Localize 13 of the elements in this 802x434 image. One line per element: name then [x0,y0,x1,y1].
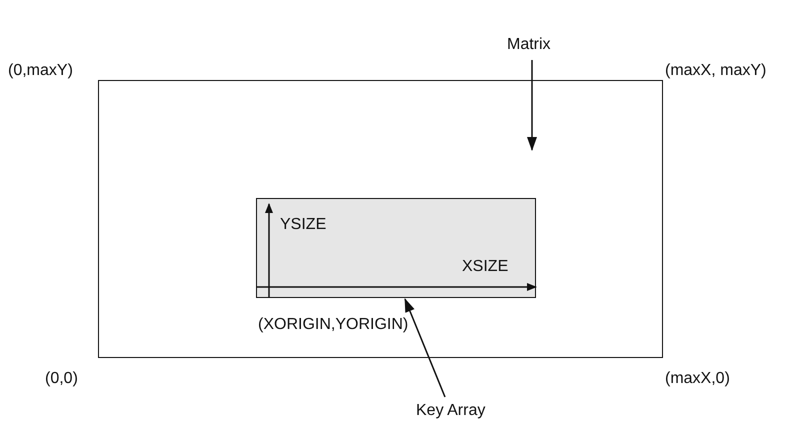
arrow [404,298,446,398]
origin-coordinate: (XORIGIN,YORIGIN) [258,316,408,334]
corner-coordinate: (maxX,0) [665,370,730,388]
corner-coordinate: (0,0) [45,370,78,388]
callout-label: Matrix [507,36,551,54]
key-array-rectangle [256,198,536,298]
corner-coordinate: (maxX, maxY) [665,62,766,80]
axis-label: XSIZE [462,258,508,276]
corner-coordinate: (0,maxY) [8,62,73,80]
callout-label: Key Array [416,402,486,420]
arrow [527,60,537,151]
matrix-rectangle [98,80,663,358]
axis-label: YSIZE [280,216,326,234]
